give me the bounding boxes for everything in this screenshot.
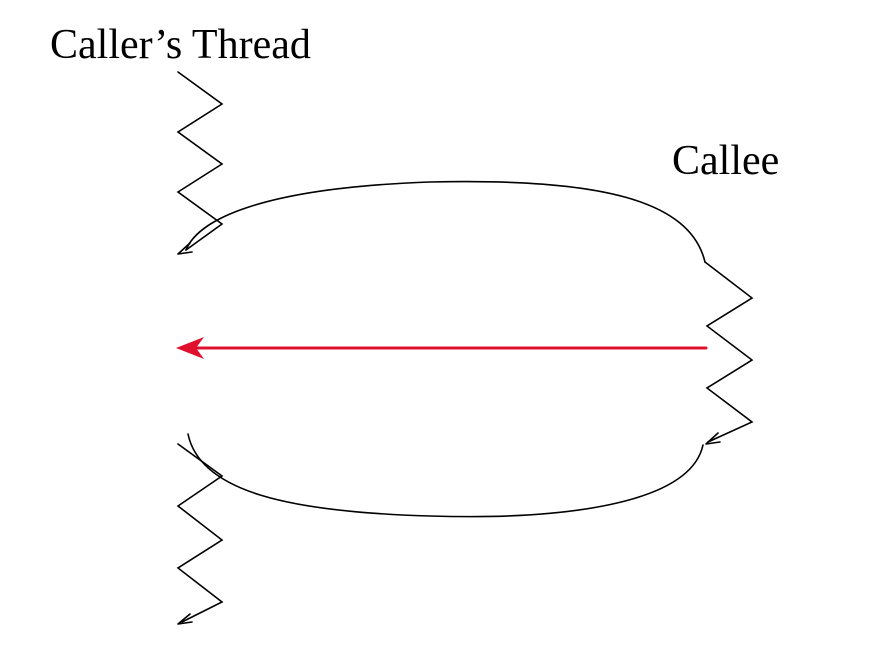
caller-thread-upper-arrowhead: [177, 242, 193, 255]
caller-thread-label: Caller’s Thread: [50, 22, 311, 68]
direct-return-arrow: [176, 337, 708, 359]
caller-thread-lower: [176, 443, 224, 625]
caller-thread-lower-zigzag: [176, 443, 224, 623]
return-arc: [187, 433, 704, 518]
caller-thread-lower-arrowhead: [177, 613, 193, 625]
caller-thread-upper: [176, 71, 224, 255]
callee-label: Callee: [672, 138, 780, 184]
callee-thread-zigzag: [704, 261, 754, 443]
callee-thread: [704, 261, 754, 445]
call-arc: [185, 180, 706, 263]
callee-thread-arrowhead: [705, 432, 721, 445]
call-arc-curve: [185, 180, 706, 263]
direct-return-arrow-head: [176, 337, 204, 359]
return-arc-curve: [187, 433, 704, 518]
caller-thread-upper-zigzag: [176, 71, 224, 251]
